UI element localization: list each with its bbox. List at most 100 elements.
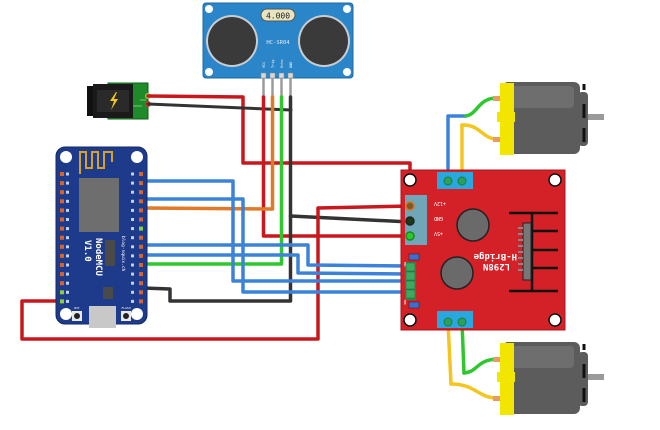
motor-a-terminal	[437, 172, 473, 189]
wire-yellow-motor-bottom-a[interactable]	[446, 320, 453, 386]
nodemcu-pin-left-2[interactable]	[60, 181, 64, 186]
nodemcu-pin-right-15[interactable]	[139, 299, 143, 304]
nodemcu-pin-label-mark	[66, 272, 69, 276]
ena-jumper[interactable]	[408, 253, 420, 261]
flash-button[interactable]	[123, 313, 129, 319]
wire-black-sensor-gnd[interactable]	[141, 95, 293, 303]
wire-red-sensor-vcc[interactable]	[261, 95, 412, 238]
wire-blue-motor-top[interactable]	[446, 114, 468, 182]
nodemcu-pin-label-mark	[66, 190, 69, 194]
flash-button-label: FLASH	[121, 306, 130, 310]
wire-green-motor-bottom-b[interactable]	[462, 357, 499, 375]
pin-in1[interactable]	[405, 262, 416, 272]
wire-blue-in4[interactable]	[141, 253, 412, 276]
wire-blue-in3[interactable]	[141, 243, 412, 268]
pin-in4[interactable]	[405, 289, 416, 299]
driver-title-line2: L298N	[483, 261, 510, 271]
wire-blue-in1[interactable]	[141, 179, 412, 283]
sensor-pin-echo[interactable]	[278, 72, 285, 79]
nodemcu-pin-right-11[interactable]	[139, 263, 143, 267]
motor-b-terminal-1[interactable]	[443, 317, 453, 327]
nodemcu-pin-label-mark	[131, 236, 134, 240]
nodemcu-pin-right-8[interactable]	[139, 235, 143, 240]
nodemcu-pin-label-mark	[131, 218, 134, 221]
pin-in3[interactable]	[405, 280, 416, 290]
wire-red-power[interactable]	[146, 94, 412, 207]
nodemcu-name-label: NodeMCU	[93, 238, 103, 276]
nodemcu-pin-right-3[interactable]	[139, 190, 143, 195]
usb-port[interactable]	[89, 306, 116, 328]
nodemcu-pin-left-9[interactable]	[60, 244, 64, 249]
l298n-driver: +12V GND +5V H-Bridge L298N	[400, 169, 566, 331]
sensor-pin-vcc[interactable]	[260, 72, 267, 79]
nodemcu-pin-left-7[interactable]	[60, 226, 64, 231]
nodemcu-pin-label-mark	[66, 218, 69, 221]
nodemcu-pin-right-9[interactable]	[139, 244, 143, 249]
nodemcu-pin-left-13[interactable]	[60, 281, 64, 286]
terminal-5v[interactable]	[405, 231, 415, 241]
motor-bottom-terminal-1[interactable]	[493, 357, 500, 362]
nodemcu-pin-label-mark	[66, 236, 69, 240]
nodemcu-pin-right-7[interactable]	[139, 226, 143, 231]
sensor-pin-trig[interactable]	[269, 72, 276, 79]
sensor-model-label: HC-SR04	[266, 40, 290, 46]
wire-yellow-motor-bottom-b[interactable]	[449, 382, 499, 400]
nodemcu-pin-left-15[interactable]	[60, 299, 64, 304]
nodemcu-pin-left-11[interactable]	[60, 263, 64, 267]
wifi-antenna-icon	[79, 151, 113, 174]
wire-red-driver-vin[interactable]	[20, 204, 412, 341]
motor-bottom	[493, 342, 604, 415]
enb-jumper[interactable]	[408, 301, 420, 309]
nodemcu-pin-left-10[interactable]	[60, 253, 64, 258]
terminal-gnd[interactable]	[405, 216, 415, 226]
nodemcu-pin-left-14[interactable]	[60, 290, 64, 295]
l298n-chip	[522, 222, 532, 281]
nodemcu-pin-label-mark	[66, 181, 69, 185]
power-jack	[87, 82, 151, 120]
motor-bottom-terminal-2[interactable]	[493, 396, 500, 401]
motor-top-terminal-2[interactable]	[493, 137, 500, 142]
nodemcu-pin-right-10[interactable]	[139, 253, 143, 258]
motor-b-terminal-2[interactable]	[457, 317, 467, 327]
capacitor-bottom	[440, 256, 474, 290]
nodemcu-pin-left-1[interactable]	[60, 172, 64, 176]
rst-button[interactable]	[74, 313, 80, 319]
nodemcu-pin-label-mark	[131, 227, 134, 231]
sensor-pin-vcc-label: VCC	[262, 62, 266, 68]
nodemcu-pin-left-12[interactable]	[60, 272, 64, 277]
nodemcu-pin-label-mark	[131, 199, 134, 203]
wire-black-power-ground[interactable]	[146, 102, 293, 112]
sensor-pin-gnd-label: GND	[289, 62, 293, 68]
nodemcu-pin-right-4[interactable]	[139, 199, 143, 204]
nodemcu-pin-right-13[interactable]	[139, 281, 143, 286]
label-ena: ENA	[403, 262, 407, 267]
wire-black-driver-gnd[interactable]	[288, 214, 412, 224]
motor-a-terminal-1[interactable]	[443, 176, 453, 186]
nodemcu-pin-label-mark	[131, 281, 134, 285]
motor-a-terminal-2[interactable]	[457, 176, 467, 186]
nodemcu-pin-right-12[interactable]	[139, 272, 143, 277]
nodemcu-pin-right-6[interactable]	[139, 217, 143, 222]
nodemcu-pin-right-2[interactable]	[139, 181, 143, 186]
motor-top	[493, 82, 604, 155]
terminal-12v[interactable]	[405, 201, 415, 211]
pin-in2[interactable]	[405, 271, 416, 281]
wire-green-echo[interactable]	[141, 95, 284, 266]
sensor-pin-gnd[interactable]	[287, 72, 294, 79]
wire-yellow-motor-top-b[interactable]	[460, 123, 499, 141]
wire-orange-trig[interactable]	[141, 95, 275, 211]
nodemcu-pin-left-6[interactable]	[60, 217, 64, 222]
nodemcu-pin-right-5[interactable]	[139, 208, 143, 213]
nodemcu-pin-right-14[interactable]	[139, 290, 143, 295]
nodemcu-pin-label-mark	[66, 199, 69, 203]
nodemcu-pin-left-5[interactable]	[60, 208, 64, 213]
nodemcu-pin-left-3[interactable]	[60, 190, 64, 195]
motor-top-terminal-1[interactable]	[493, 96, 500, 101]
nodemcu-pin-left-8[interactable]	[60, 235, 64, 240]
wire-green-motor-top[interactable]	[464, 96, 499, 118]
sensor-crystal-label: 4.000	[266, 12, 290, 21]
nodemcu-pin-label-mark	[131, 245, 134, 249]
nodemcu-pin-left-4[interactable]	[60, 199, 64, 204]
nodemcu-pin-right-1[interactable]	[139, 172, 143, 176]
